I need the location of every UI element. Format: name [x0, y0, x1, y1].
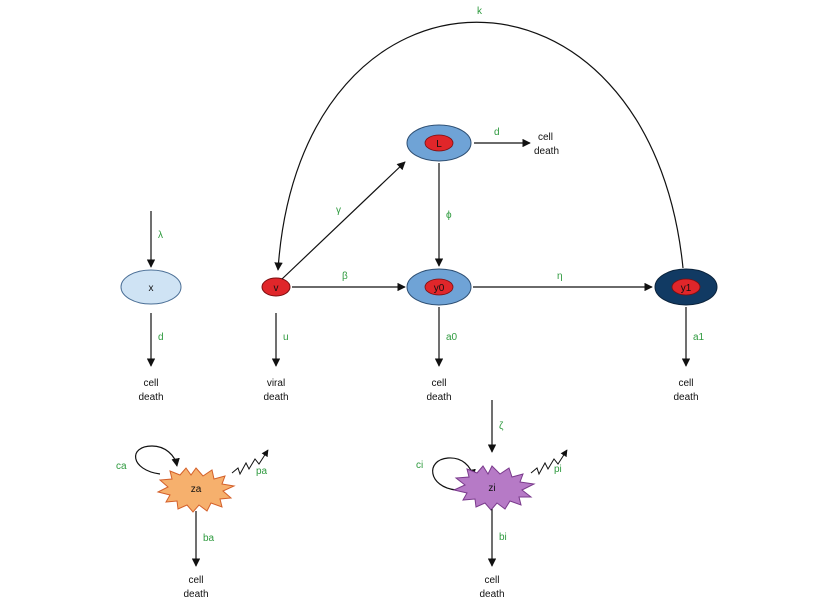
node-zi-label: zi	[488, 483, 495, 494]
node-y1-label: y1	[681, 283, 692, 294]
node-L-label: L	[436, 139, 442, 150]
label-u: u	[283, 332, 289, 343]
node-y0-label: y0	[434, 283, 445, 294]
node-zi	[452, 465, 536, 511]
label-ca: ca	[116, 461, 127, 472]
label-beta: β	[342, 271, 348, 282]
label-d-L: d	[494, 127, 500, 138]
L-death-line2: death	[534, 146, 559, 157]
node-za-label: za	[191, 484, 202, 495]
label-k: k	[477, 6, 483, 17]
y1-death-line2: death	[673, 392, 698, 403]
node-y0-core	[424, 278, 454, 296]
x-death-line1: cell	[143, 378, 158, 389]
arrow-ca-self-loop	[134, 445, 180, 475]
label-bi: bi	[499, 532, 507, 543]
label-lambda: λ	[158, 230, 163, 241]
arrow-gamma-v-to-L	[281, 161, 406, 280]
node-za	[156, 467, 236, 513]
zi-death-line2: death	[479, 589, 504, 600]
x-death-line2: death	[138, 392, 163, 403]
node-v-label: v	[274, 283, 279, 294]
label-eta: η	[557, 271, 563, 282]
y0-death-line2: death	[426, 392, 451, 403]
zi-death-line1: cell	[484, 575, 499, 586]
node-x-label: x	[149, 283, 154, 294]
label-d-x: d	[158, 332, 164, 343]
arrow-pi-proliferation	[530, 449, 568, 476]
v-death-line1: viral	[267, 378, 285, 389]
label-ci: ci	[416, 460, 423, 471]
y1-death-line1: cell	[678, 378, 693, 389]
label-ba: ba	[203, 533, 215, 544]
node-L-core	[424, 134, 454, 152]
L-death-line1: cell	[538, 132, 553, 143]
label-pa: pa	[256, 466, 268, 477]
arrow-ci-self-loop	[432, 457, 476, 491]
label-gamma: γ	[336, 205, 341, 216]
arrow-pa-proliferation	[231, 449, 269, 476]
v-death-line2: death	[263, 392, 288, 403]
za-death-line2: death	[183, 589, 208, 600]
label-phi: ϕ	[446, 210, 452, 221]
za-death-line1: cell	[188, 575, 203, 586]
node-v	[261, 277, 291, 297]
node-x	[120, 269, 182, 305]
arrow-k-y1-to-v	[274, 21, 684, 271]
label-zeta: ζ	[499, 421, 504, 432]
node-y1-core	[671, 278, 701, 296]
y0-death-line1: cell	[431, 378, 446, 389]
label-pi: pi	[554, 464, 562, 475]
label-a0: a0	[446, 332, 458, 343]
label-a1: a1	[693, 332, 705, 343]
